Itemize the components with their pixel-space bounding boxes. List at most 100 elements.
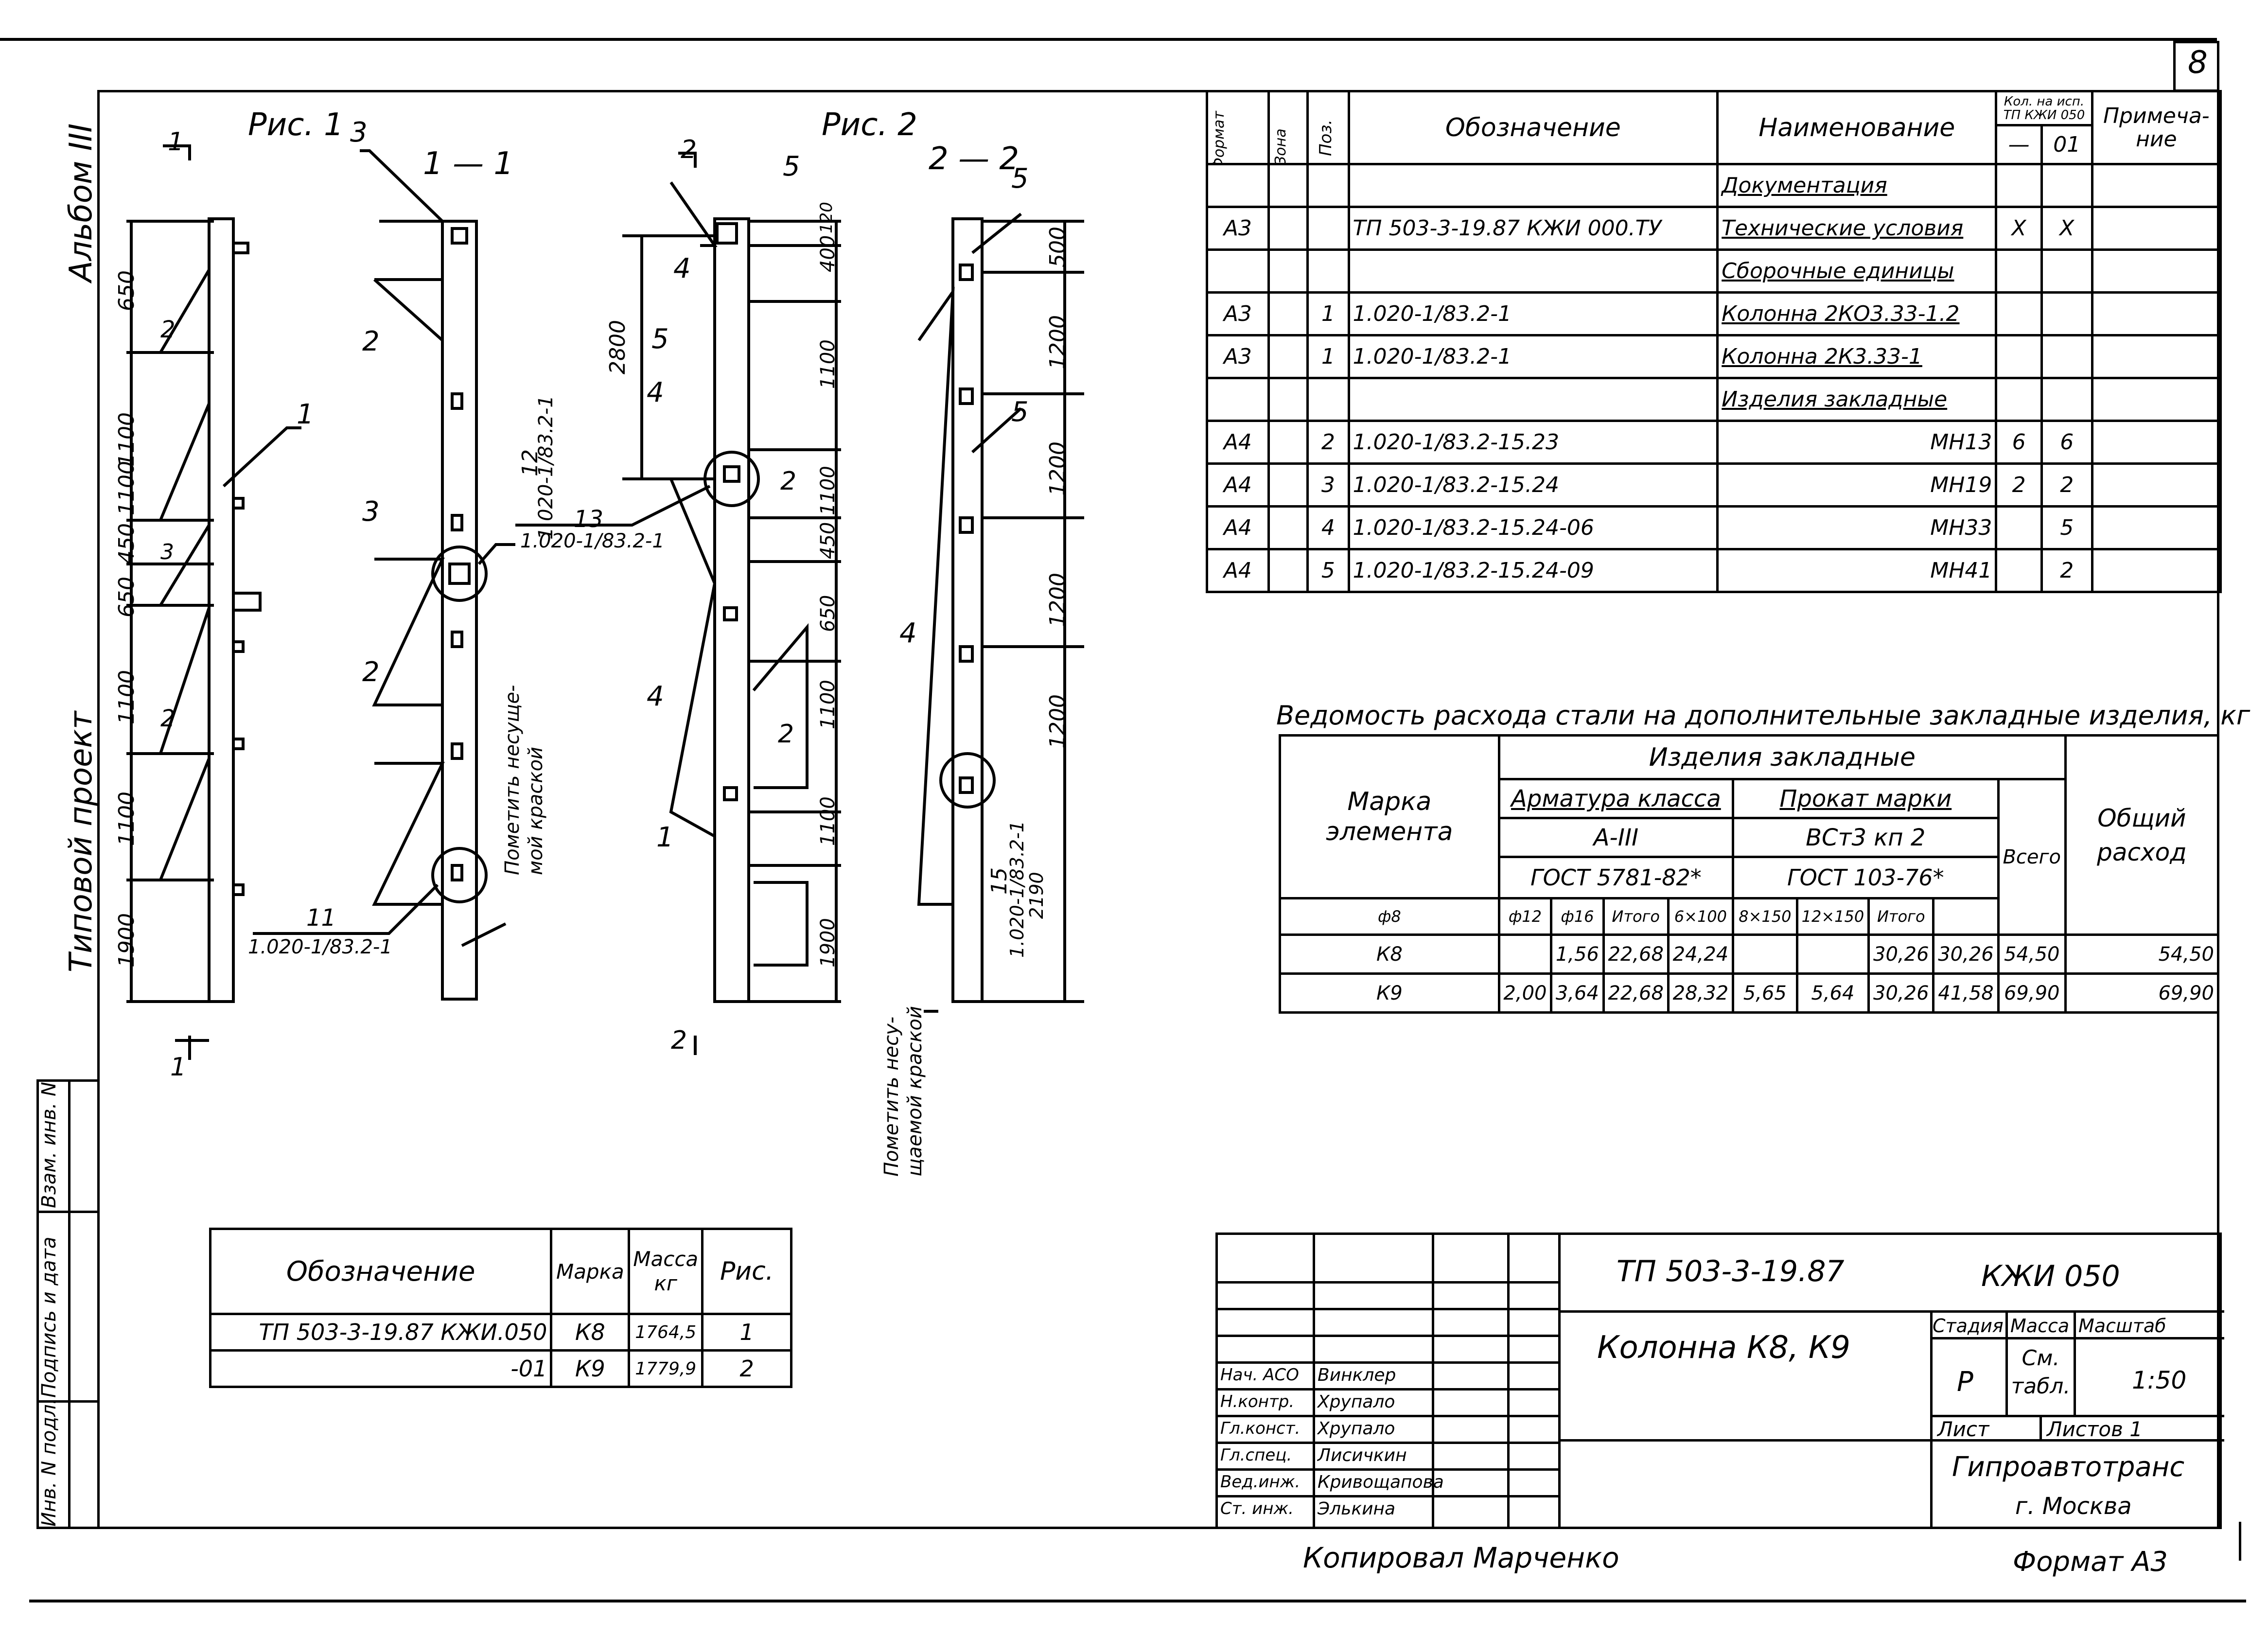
spec-cell-qty-a	[1995, 377, 2043, 422]
staff-name: Винклер	[1318, 1365, 1396, 1385]
fig2-pos-2b: 2	[780, 467, 797, 496]
spec-cell-zone	[1267, 248, 1309, 294]
spec-cell-designation: 1.020-1/83.2-15.23	[1347, 420, 1719, 465]
callout-11-ref: 1.020-1/83.2-1	[248, 936, 392, 958]
fig2-dim: 650	[817, 595, 839, 632]
sec11-pos-2: 2	[362, 326, 380, 357]
spec-cell-zone	[1267, 505, 1309, 550]
paint-note-1: Пометить несуще- мой краской	[501, 685, 547, 875]
spec-cell-name: МН33	[1716, 505, 1998, 550]
steel-subheader: 12×150	[1795, 897, 1870, 936]
spec-cell-designation: 1.020-1/83.2-15.24	[1347, 462, 1719, 508]
staff-role: Гл.конст.	[1220, 1419, 1301, 1438]
spec-cell-zone	[1267, 334, 1309, 379]
sec22-pos-5: 5	[1011, 163, 1029, 194]
steel-cell-value: 30,26	[1867, 933, 1935, 975]
staff-name: Лисичкин	[1318, 1445, 1407, 1465]
fig1-dim: 450	[114, 523, 139, 564]
spec-cell-format	[1206, 248, 1270, 294]
spec-cell-name: МН13	[1716, 420, 1998, 465]
spec-cell-note	[2091, 248, 2222, 294]
spec-cell-qty-b: 2	[2040, 462, 2093, 508]
side-stamp-divider-v	[68, 1079, 70, 1529]
spec-cell-designation: 1.020-1/83.2-15.24-06	[1347, 505, 1719, 550]
sec22-dim: 1200	[1045, 573, 1070, 627]
spec-cell-zone	[1267, 291, 1309, 336]
spec-cell-qty-a	[1995, 548, 2043, 593]
fig1-title: Рис. 1	[248, 107, 344, 143]
steel-header-rebar-class: А-III	[1497, 817, 1735, 858]
spec-cell-designation	[1347, 377, 1719, 422]
spec-cell-qty-a: 6	[1995, 420, 2043, 465]
spec-cell-designation: ТП 503-3-19.87 КЖИ 000.ТУ	[1347, 206, 1719, 251]
staff-role: Ст. инж.	[1220, 1499, 1294, 1518]
steel-cell-total: 54,50	[1997, 933, 2067, 975]
spec-cell-pos: 2	[1306, 420, 1350, 465]
spec-cell-qty-b: 5	[2040, 505, 2093, 550]
staff-name: Хрупало	[1318, 1392, 1395, 1412]
mark-cell-fig: 1	[701, 1313, 792, 1352]
callout-12-number: 12	[518, 449, 543, 476]
spec-cell-pos: 3	[1306, 462, 1350, 508]
spec-cell-format	[1206, 377, 1270, 422]
sheet-number: 8	[2188, 45, 2208, 81]
spec-cell-qty-b	[2040, 163, 2093, 208]
spec-cell-qty-b	[2040, 334, 2093, 379]
spec-cell-pos: 1	[1306, 291, 1350, 336]
spec-cell-name: Сборочные единицы	[1716, 248, 1998, 294]
spec-cell-qty-b	[2040, 248, 2093, 294]
title-project-code: ТП 503-3-19.87	[1617, 1254, 1845, 1288]
fig2-dim: 1100	[817, 339, 839, 389]
staff-name: Элькина	[1318, 1499, 1396, 1519]
mark-header-designation: Обозначение	[209, 1228, 553, 1315]
spec-cell-qty-a: 2	[1995, 462, 2043, 508]
copied-by: Копировал Марченко	[1303, 1541, 1619, 1574]
spec-cell-note	[2091, 291, 2222, 336]
steel-subheader: ф8	[1279, 897, 1500, 936]
spec-cell-qty-a: X	[1995, 206, 2043, 251]
spec-cell-qty-a	[1995, 505, 2043, 550]
drawing-frame	[97, 90, 2219, 1529]
sec11-pos-3: 3	[350, 117, 368, 148]
title-doc-code: КЖИ 050	[1981, 1259, 2120, 1293]
spec-row: Сборочные единицы	[1206, 248, 2222, 294]
callout-11-number: 11	[306, 904, 336, 932]
steel-cell-value: 3,64	[1550, 972, 1605, 1014]
title-block: ТП 503-3-19.87 КЖИ 050 Колонна К8, К9 Ст…	[1215, 1232, 2224, 1529]
mark-table: Обозначение Марка Масса кг Рис. ТП 503-3…	[209, 1228, 792, 1388]
fig1-pos-3: 3	[160, 540, 174, 564]
section-2-2-title: 2 — 2	[929, 141, 1020, 177]
steel-header-items: Изделия закладные	[1497, 734, 2067, 780]
section-1-1-title: 1 — 1	[423, 146, 514, 182]
fig2-dim: 1900	[817, 918, 839, 968]
spec-cell-format: А4	[1206, 420, 1270, 465]
spec-header-note: Примеча- ние	[2091, 90, 2222, 165]
title-city: г. Москва	[2015, 1493, 2132, 1520]
spec-cell-name: Колонна 2К3.33-1	[1716, 334, 1998, 379]
fig1-pos: 2	[160, 705, 176, 732]
title-stage-header: Стадия	[1933, 1315, 2004, 1337]
spec-cell-designation: 1.020-1/83.2-15.24-09	[1347, 548, 1719, 593]
spec-cell-qty-a	[1995, 163, 2043, 208]
staff-name: Кривощапова	[1318, 1472, 1444, 1492]
steel-subheader: Итого	[1602, 897, 1670, 936]
fig1-dim: 1100	[114, 412, 139, 467]
staff-role: Нач. АСО	[1220, 1365, 1299, 1385]
steel-header-element: Марка элемента	[1279, 734, 1500, 899]
steel-header-rolled-grade: ВСт3 кп 2	[1732, 817, 2000, 858]
spec-cell-note	[2091, 163, 2222, 208]
callout-15-sheet: 2190	[1026, 872, 1047, 919]
staff-role: Гл.спец.	[1220, 1445, 1292, 1465]
title-sheets-header: Листов 1	[2047, 1417, 2143, 1441]
section22-outline	[951, 217, 984, 1003]
sec22-dim: 1200	[1045, 694, 1070, 749]
sec11-pos-3b: 3	[362, 496, 380, 528]
fig2-pos-4: 4	[673, 253, 691, 284]
spec-cell-pos: 5	[1306, 548, 1350, 593]
